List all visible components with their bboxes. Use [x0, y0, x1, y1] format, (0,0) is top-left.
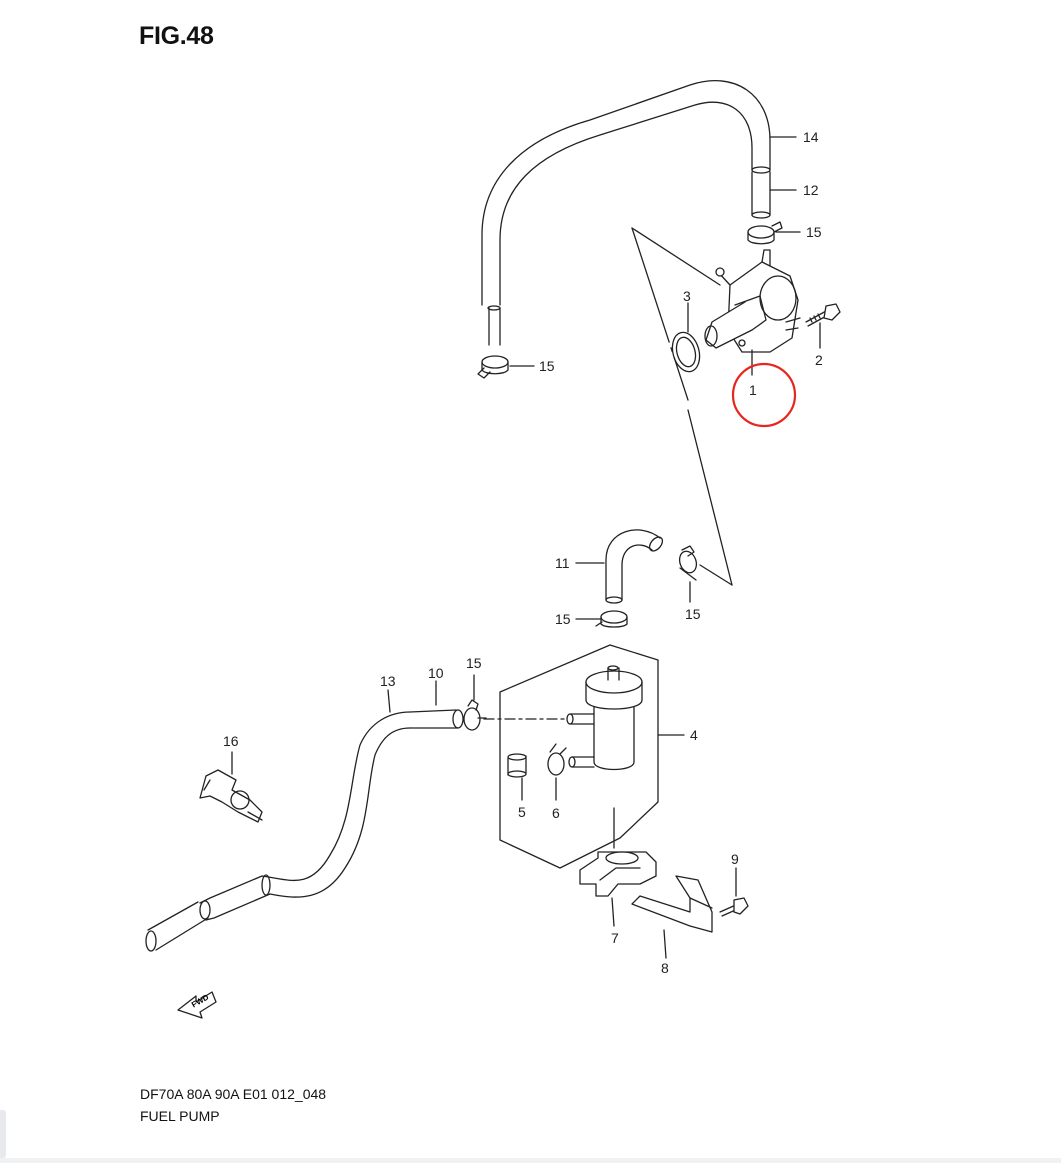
callout-15: 15: [555, 611, 571, 627]
callout-16: 16: [223, 733, 239, 749]
bolt-2: [805, 303, 841, 327]
hose-elbow-11: [605, 529, 664, 604]
o-ring-3: [671, 331, 701, 373]
clamp-15-upper-right: [747, 221, 783, 245]
hose-13: [145, 711, 411, 952]
hose-14: [481, 80, 771, 306]
sleeve-12: [751, 171, 771, 219]
callout-9: 9: [731, 851, 739, 867]
hose-left-stub: [487, 305, 501, 346]
callout-5: 5: [518, 804, 526, 820]
callout-15: 15: [806, 224, 822, 240]
sleeve-5: [507, 753, 527, 778]
callout-14: 14: [803, 129, 819, 145]
bolt-9: [719, 897, 749, 917]
figure-title: FIG.48: [139, 22, 214, 50]
clamp-15-mid-right: [678, 545, 698, 581]
clamp-15-upper-left: [477, 355, 509, 379]
highlight-circle: [731, 362, 797, 428]
callout-13: 13: [380, 673, 396, 689]
bottom-bar: [0, 1158, 1061, 1163]
fuel-filter-4: [566, 665, 643, 771]
callout-11: 11: [555, 555, 570, 571]
callout-10: 10: [428, 665, 444, 681]
fuel-pump-1: [704, 249, 801, 353]
callout-12: 12: [803, 182, 819, 198]
callout-15: 15: [466, 655, 482, 671]
callout-4: 4: [690, 727, 698, 743]
hose-10: [409, 709, 464, 729]
callout-1: 1: [749, 382, 757, 398]
bracket-16: [199, 769, 263, 823]
filter-box-outline: [499, 644, 659, 869]
figure-code: DF70A 80A 90A E01 012_048: [140, 1086, 327, 1102]
mount-7: [579, 851, 657, 897]
assembly-bracket-lines: [631, 227, 733, 586]
side-tab: [0, 1110, 6, 1158]
fwd-arrow-icon: [177, 991, 217, 1019]
callout-6: 6: [552, 805, 560, 821]
callout-2: 2: [815, 352, 823, 368]
clamp-15-mid-center: [595, 610, 628, 628]
callout-3: 3: [683, 288, 691, 304]
figure-name: FUEL PUMP: [140, 1108, 220, 1124]
callout-15: 15: [685, 606, 701, 622]
bracket-8: [631, 875, 713, 933]
clamp-15-lower-left: [463, 699, 487, 731]
callout-8: 8: [661, 960, 669, 976]
callout-7: 7: [611, 930, 619, 946]
callout-15: 15: [539, 358, 555, 374]
clamp-6: [547, 743, 567, 776]
